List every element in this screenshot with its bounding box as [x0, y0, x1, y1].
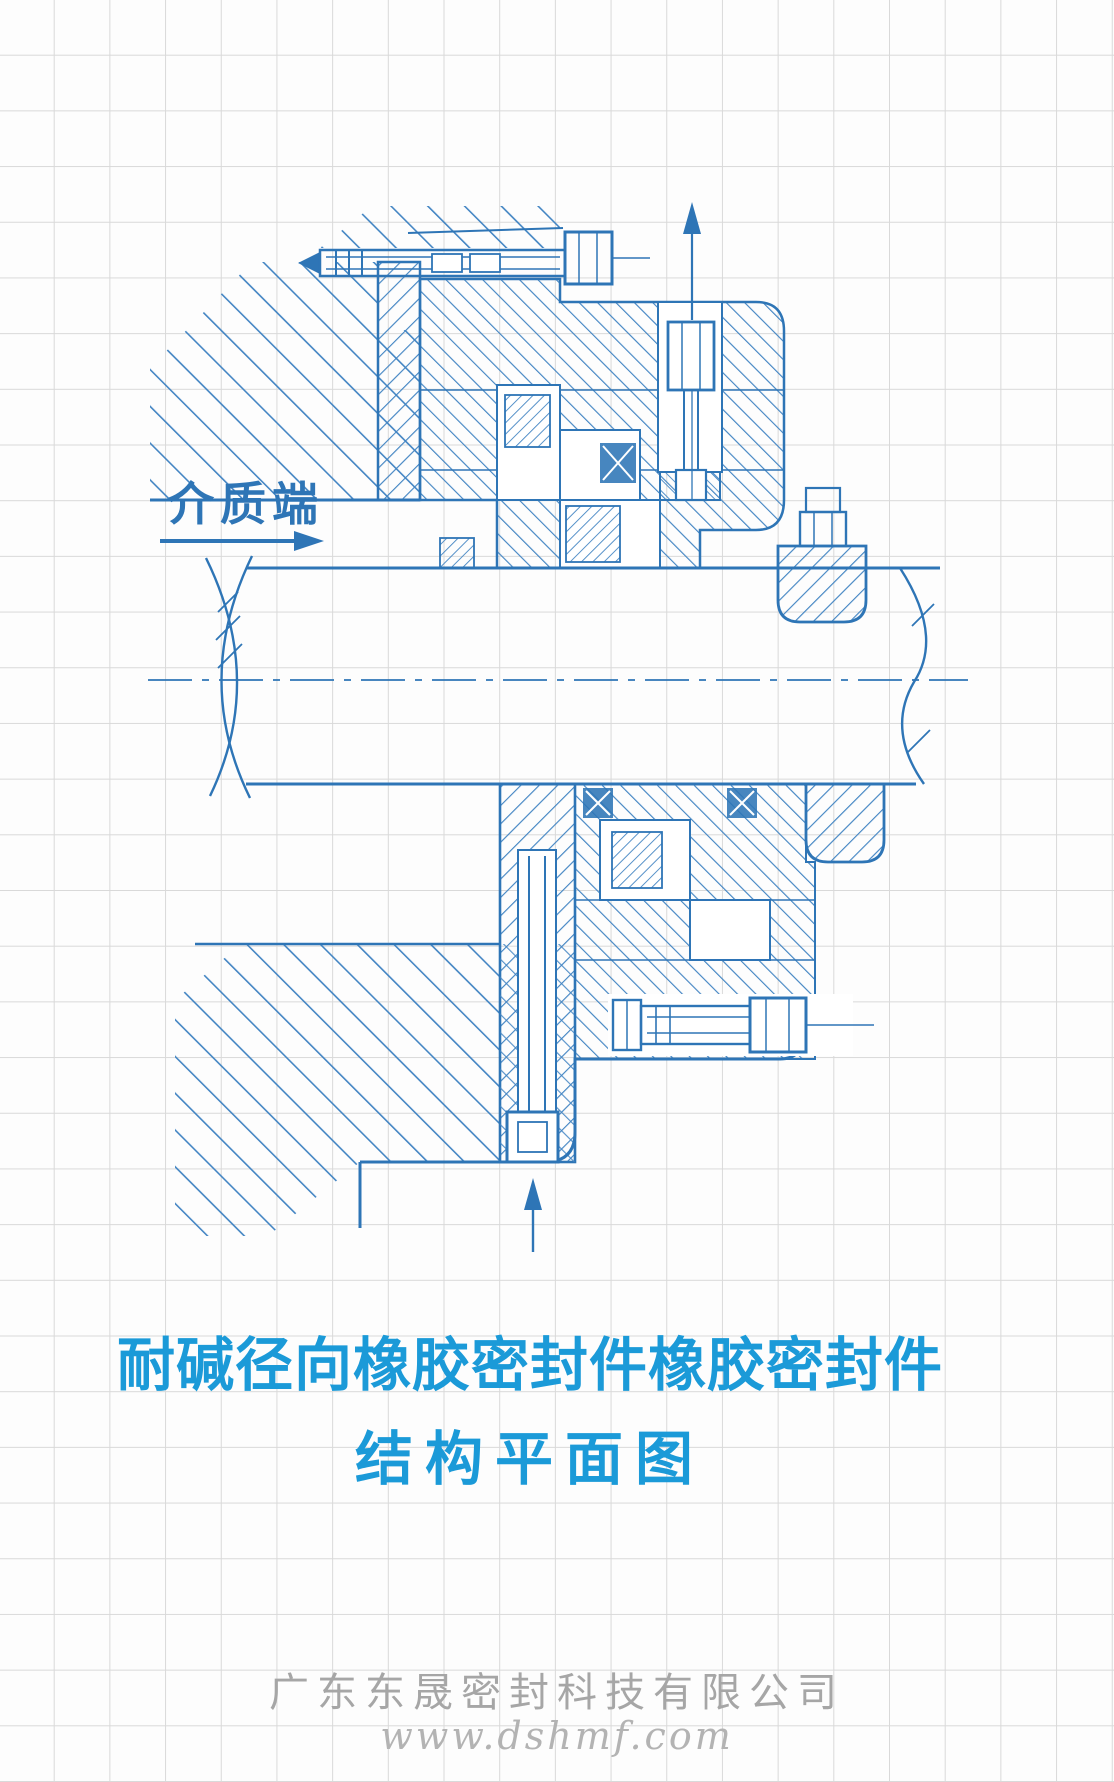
poster-title-line2: 结构平面图: [354, 1427, 705, 1492]
vent-passage-top: [657, 202, 723, 502]
side-bolt-lower: [608, 994, 874, 1056]
lower-seal-components: [575, 788, 815, 961]
flow-direction-arrow: [160, 531, 324, 551]
lower-housing-wall: [175, 942, 500, 1236]
website-url: www.dshmf.com: [380, 1714, 734, 1758]
gland-bolt-bottom: [505, 849, 560, 1252]
shaft-break-right: [898, 567, 935, 785]
upper-seal-components: [439, 384, 721, 569]
vent-arrow-top: [683, 202, 701, 500]
shaft-collar-upper: [776, 486, 868, 624]
medium-end-label: 介质端: [168, 478, 324, 530]
upper-housing-wall: [150, 206, 560, 502]
gland-bolt-top: [298, 227, 650, 286]
company-name: 广东东晟密封科技有限公司: [269, 1670, 845, 1716]
medium-end-callout: 介质端: [160, 478, 324, 551]
vent-arrow-bottom: [524, 1178, 542, 1252]
poster-title-line1: 耐碱径向橡胶密封件橡胶密封件: [116, 1333, 943, 1398]
shaft-break-left: [204, 555, 254, 799]
